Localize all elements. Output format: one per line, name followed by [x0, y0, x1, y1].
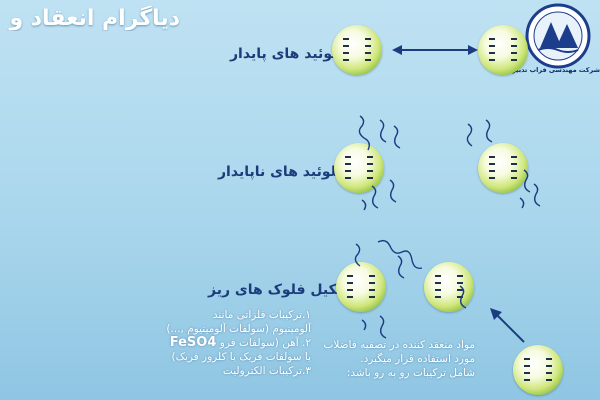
charge-dash — [489, 163, 495, 165]
charge-dash — [435, 289, 441, 291]
charge-dash — [457, 296, 463, 298]
charge-dash — [511, 38, 517, 40]
charge-dash — [367, 170, 373, 172]
colloid-particle — [478, 143, 528, 193]
charge-dash — [369, 289, 375, 291]
charge-dash — [365, 59, 371, 61]
charge-dash — [511, 52, 517, 54]
charge-dash — [367, 156, 373, 158]
charge-dash — [343, 45, 349, 47]
charge-dash — [511, 156, 517, 158]
row-label-floc: تشکیل فلوک های ریز — [208, 282, 357, 298]
colloid-particle — [332, 25, 382, 75]
coagulant-description: مواد منعقد کننده در تصفیه فاضلاب مورد اس… — [305, 338, 475, 380]
coagulant-polymer-icon — [358, 115, 401, 211]
charge-dash — [345, 156, 351, 158]
description-line: مورد استفاده قرار میگیرد. — [360, 353, 475, 365]
charge-dash — [365, 38, 371, 40]
row-label-unstable: کلوئید های ناپایدار — [218, 164, 345, 180]
charge-dash — [524, 358, 530, 360]
charge-dash — [457, 282, 463, 284]
charge-dash — [511, 177, 517, 179]
charge-dash — [435, 282, 441, 284]
charge-dash — [546, 365, 552, 367]
repulsion-arrow-icon — [392, 45, 478, 55]
charge-dash — [347, 275, 353, 277]
coagulant-list: ۱.ترکیبات فلزاتی مانند آلومینیوم (سولفات… — [106, 308, 311, 378]
coagulant-item: آلومینیوم (سولفات آلومینیوم ,...) — [166, 323, 311, 335]
charge-dash — [345, 170, 351, 172]
coagulant-item: یا سولفات فریک یا کلرور فریک) — [171, 351, 311, 363]
charge-dash — [347, 296, 353, 298]
coagulant-item-text: ۲. آهن (سولفات فرو — [219, 337, 311, 349]
charge-dash — [524, 365, 530, 367]
charge-dash — [546, 372, 552, 374]
page-title: دیاگرام انعقاد و — [9, 6, 180, 31]
charge-dash — [343, 38, 349, 40]
charge-dash — [489, 45, 495, 47]
charge-dash — [369, 296, 375, 298]
approach-arrow-icon — [490, 308, 525, 343]
charge-dash — [345, 177, 351, 179]
charge-dash — [546, 379, 552, 381]
charge-dash — [489, 59, 495, 61]
charge-dash — [524, 372, 530, 374]
charge-dash — [524, 379, 530, 381]
charge-dash — [367, 177, 373, 179]
charge-dash — [343, 52, 349, 54]
colloid-particle — [424, 262, 474, 312]
charge-dash — [546, 358, 552, 360]
charge-dash — [511, 59, 517, 61]
floc-bridge-icon — [354, 239, 467, 339]
charge-dash — [511, 45, 517, 47]
coagulant-item: ۳.ترکیبات الکترولیت — [222, 365, 311, 377]
charge-dash — [365, 45, 371, 47]
charge-dash — [511, 163, 517, 165]
coagulant-item: ۲. آهن (سولفات فرو FeSO4 — [106, 336, 311, 350]
charge-dash — [489, 38, 495, 40]
colloid-particle — [513, 345, 563, 395]
charge-dash — [365, 52, 371, 54]
description-line: مواد منعقد کننده در تصفیه فاضلاب — [323, 339, 475, 351]
charge-dash — [347, 282, 353, 284]
charge-dash — [489, 52, 495, 54]
coagulant-polymer-icon — [466, 119, 541, 209]
coagulant-item: ۱.ترکیبات فلزاتی مانند — [212, 309, 311, 321]
charge-dash — [369, 282, 375, 284]
description-line: شامل ترکیبات رو به رو باشد: — [346, 367, 475, 379]
colloid-particle — [334, 143, 384, 193]
row-label-stable: کلوئید های پایدار — [230, 46, 346, 62]
charge-dash — [489, 156, 495, 158]
charge-dash — [343, 59, 349, 61]
charge-dash — [369, 275, 375, 277]
charge-dash — [435, 275, 441, 277]
charge-dash — [347, 289, 353, 291]
company-logo — [518, 2, 596, 84]
charge-dash — [457, 289, 463, 291]
colloid-particle — [336, 262, 386, 312]
colloid-particle — [478, 25, 528, 75]
charge-dash — [435, 296, 441, 298]
fe-formula: FeSO4 — [169, 335, 217, 350]
charge-dash — [511, 170, 517, 172]
charge-dash — [457, 275, 463, 277]
charge-dash — [489, 177, 495, 179]
logo-caption: شرکت مهندسی فراب تدبیر — [512, 66, 600, 74]
charge-dash — [489, 170, 495, 172]
charge-dash — [367, 163, 373, 165]
charge-dash — [345, 163, 351, 165]
